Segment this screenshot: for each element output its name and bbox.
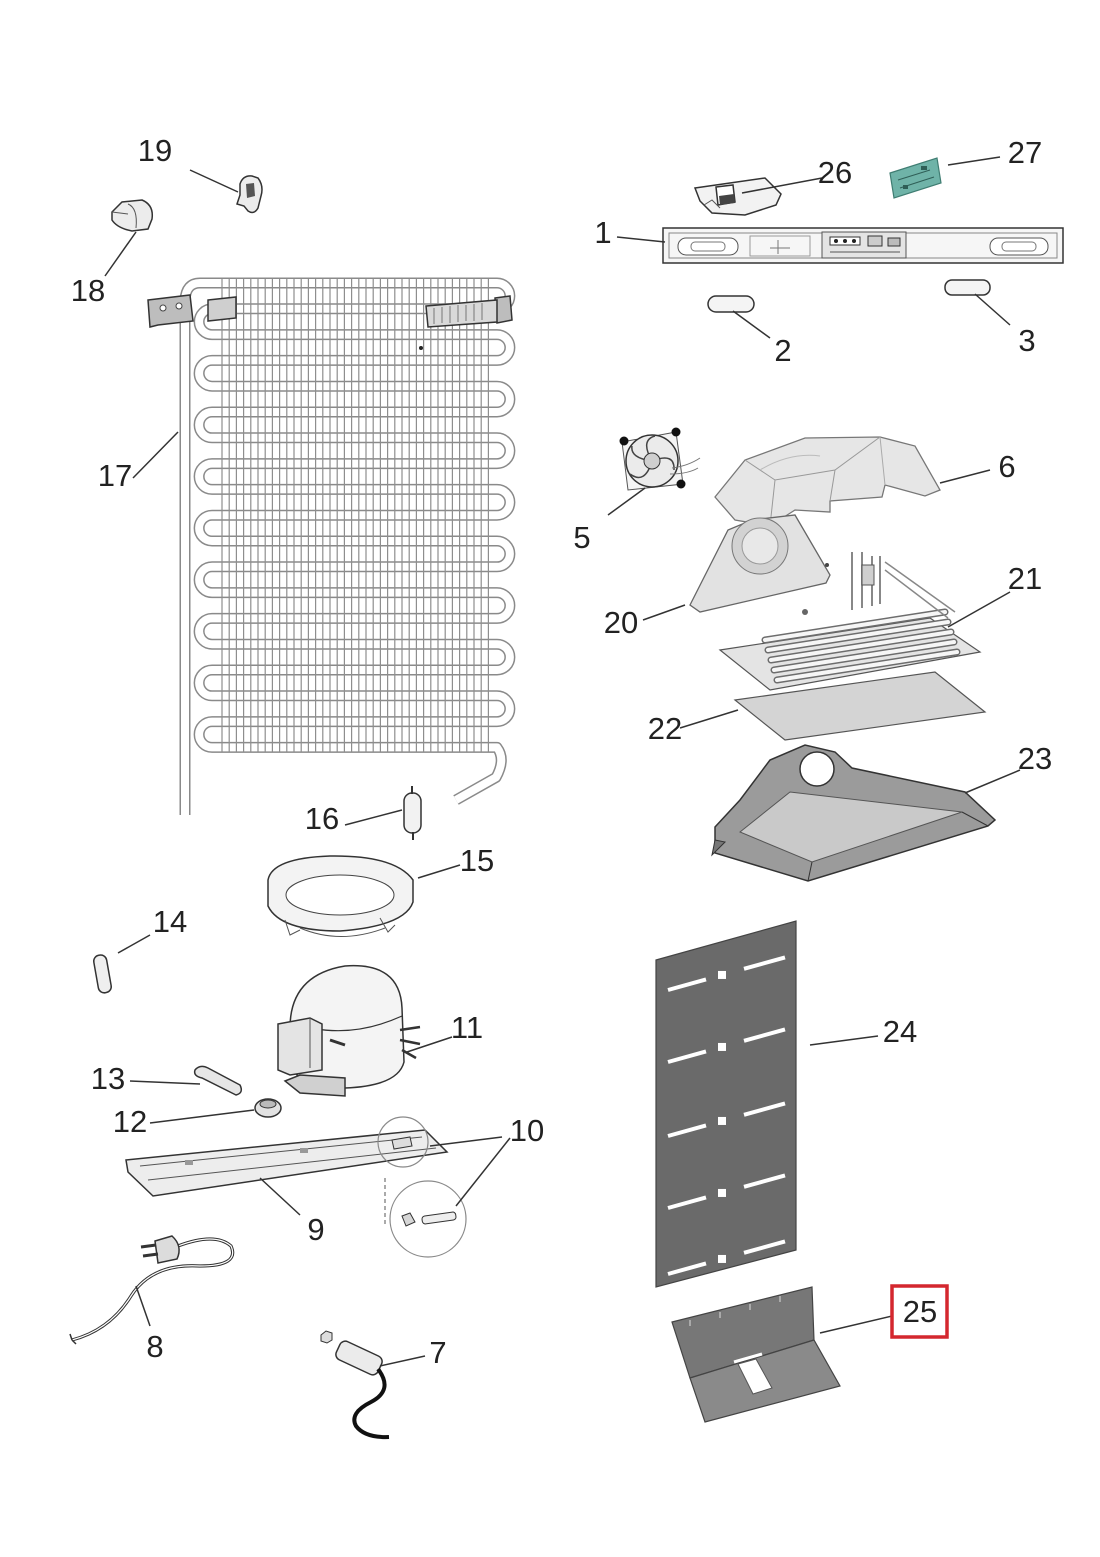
part-19-latch bbox=[236, 175, 263, 214]
part-1-control-housing bbox=[662, 227, 1064, 264]
part-8-power-cord bbox=[69, 1235, 235, 1345]
callout-20: 20 bbox=[604, 605, 638, 640]
callout-27: 27 bbox=[1008, 135, 1042, 170]
panel-slot-square bbox=[718, 970, 726, 979]
panel-slot bbox=[743, 1173, 786, 1189]
part-9-base-plate bbox=[125, 1129, 449, 1197]
panel-slot bbox=[743, 1239, 786, 1255]
panel-slot-square bbox=[718, 1254, 726, 1263]
panel-slot bbox=[667, 977, 707, 992]
part-5-fan-motor bbox=[619, 427, 701, 491]
part-22-insulation-plate bbox=[733, 671, 987, 741]
panel-slot bbox=[743, 955, 786, 971]
callout-21: 21 bbox=[1008, 561, 1042, 596]
part-27-control-board bbox=[889, 157, 942, 199]
callout-16: 16 bbox=[305, 801, 339, 836]
panel-slot-square bbox=[718, 1188, 726, 1197]
condenser-left-bracket bbox=[147, 294, 194, 328]
condenser-tube-fill bbox=[181, 279, 514, 815]
panel-slot-square bbox=[718, 1116, 726, 1125]
condenser-tube bbox=[179, 277, 516, 815]
panel-slot bbox=[667, 1049, 707, 1064]
condenser-wire-grid bbox=[221, 279, 489, 752]
condenser-clip bbox=[425, 299, 498, 328]
callout-2: 2 bbox=[774, 333, 791, 368]
callout-12: 12 bbox=[113, 1104, 147, 1139]
panel-slot bbox=[743, 1101, 786, 1117]
callout-18: 18 bbox=[71, 273, 105, 308]
panel-slots bbox=[667, 955, 786, 1276]
part-24-rear-panel bbox=[655, 920, 797, 1288]
part-16-filter-drier bbox=[403, 786, 422, 840]
part-6-fan-cover bbox=[714, 436, 941, 527]
callout-9: 9 bbox=[307, 1212, 324, 1247]
part-14-tube bbox=[92, 954, 112, 994]
callout-6: 6 bbox=[998, 449, 1015, 484]
callout-22: 22 bbox=[648, 711, 682, 746]
callout-26: 26 bbox=[818, 155, 852, 190]
callout-23: 23 bbox=[1018, 741, 1052, 776]
callout-10: 10 bbox=[510, 1113, 544, 1148]
part-13-clamp bbox=[193, 1065, 243, 1096]
callout-8: 8 bbox=[146, 1329, 163, 1364]
part-25-lower-panel bbox=[671, 1286, 841, 1423]
callout-19: 19 bbox=[138, 133, 172, 168]
part-11-compressor bbox=[277, 964, 421, 1097]
condenser-clip bbox=[207, 296, 237, 322]
part-21-evaporator bbox=[718, 552, 982, 691]
part-10-service-valve bbox=[377, 1116, 467, 1258]
part-26-bracket bbox=[693, 177, 782, 216]
callout-15: 15 bbox=[460, 843, 494, 878]
callout-17: 17 bbox=[98, 458, 132, 493]
panel-slot bbox=[667, 1195, 707, 1210]
panel-slot-square bbox=[718, 1042, 726, 1051]
callout-24: 24 bbox=[883, 1014, 917, 1049]
panel-slot bbox=[667, 1123, 707, 1138]
part-12-grommet bbox=[254, 1098, 282, 1118]
callout-1: 1 bbox=[594, 215, 611, 250]
part-3-lens bbox=[944, 279, 991, 296]
panel-slot bbox=[743, 1027, 786, 1043]
callout-11: 11 bbox=[451, 1010, 483, 1045]
part-18-cap bbox=[111, 199, 154, 232]
callout-13: 13 bbox=[91, 1061, 125, 1096]
highlight-box bbox=[890, 1284, 949, 1339]
part-20-fan-shroud bbox=[689, 514, 831, 615]
part-15-compressor-cover bbox=[267, 855, 414, 937]
part-23-evaporator-tray bbox=[711, 744, 997, 882]
callout-14: 14 bbox=[153, 904, 187, 939]
callout-7: 7 bbox=[429, 1335, 446, 1370]
callout-5: 5 bbox=[573, 520, 590, 555]
panel-slot bbox=[667, 1261, 707, 1276]
part-2-lens bbox=[707, 295, 755, 313]
part-17-condenser bbox=[147, 277, 516, 815]
callout-3: 3 bbox=[1018, 323, 1035, 358]
part-7-capacitor bbox=[320, 1330, 390, 1440]
callout-25: 25 bbox=[903, 1294, 937, 1329]
